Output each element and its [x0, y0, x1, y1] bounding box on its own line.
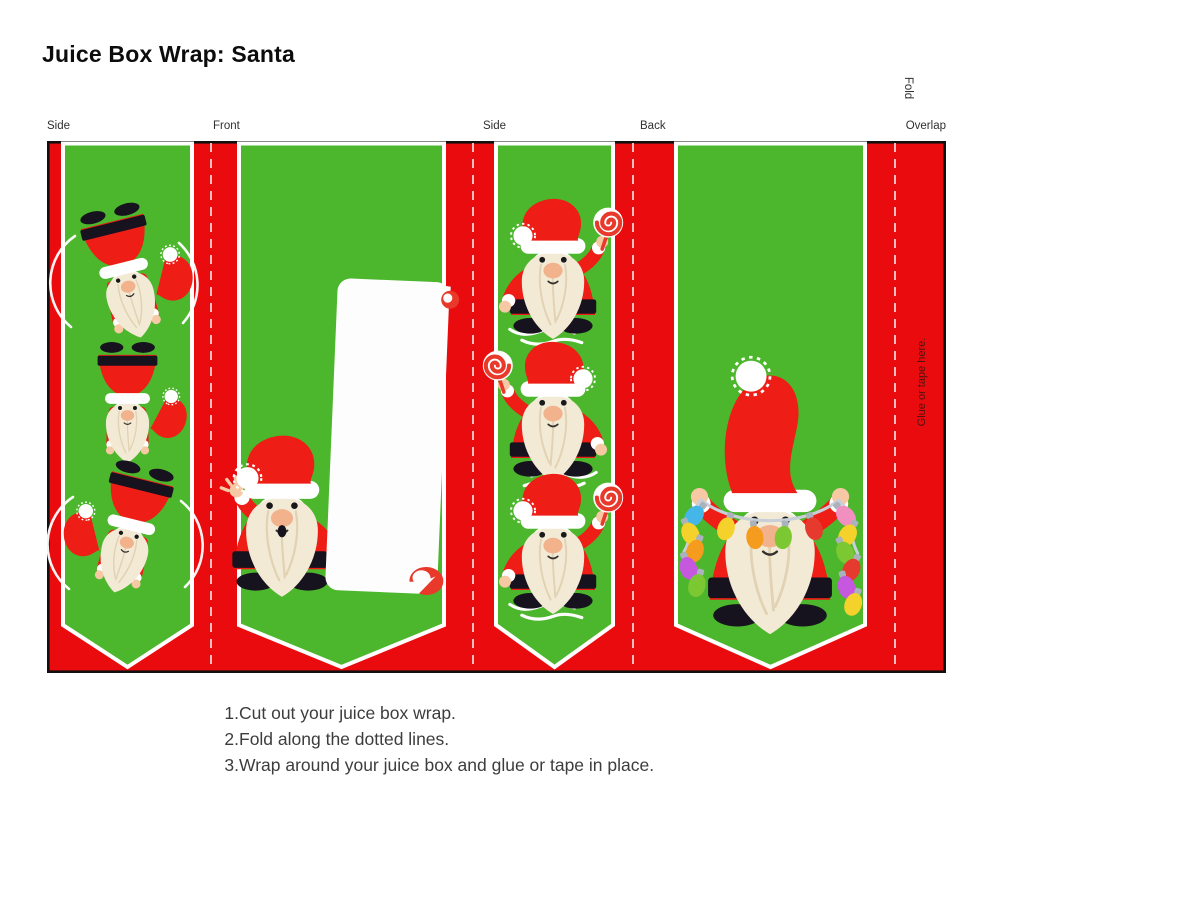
instructions-list: 1.Cut out your juice box wrap. 2.Fold al…: [222, 700, 654, 778]
instruction-step: 1.Cut out your juice box wrap.: [222, 700, 654, 726]
panel-label-front: Front: [213, 120, 240, 132]
instruction-text: Fold along the dotted lines.: [239, 729, 450, 749]
instruction-text: Wrap around your juice box and glue or t…: [239, 755, 655, 775]
juice-box-wrap-template: [47, 141, 946, 673]
panel-label-overlap: Overlap: [905, 120, 946, 132]
string-lights-gnome-illustration: [674, 355, 868, 636]
panel-label-side-1: Side: [47, 120, 71, 132]
instruction-text: Cut out your juice box wrap.: [239, 703, 456, 723]
instruction-number: 3.: [224, 755, 239, 775]
fold-label: Fold: [902, 76, 914, 100]
panel-label-back: Back: [640, 120, 666, 132]
panel-label-side-2: Side: [483, 120, 507, 132]
blank-scroll-illustration: [325, 278, 460, 595]
waving-gnome-illustration: [219, 434, 336, 598]
instruction-step: 3.Wrap around your juice box and glue or…: [222, 752, 654, 778]
glue-tab-label: Glue or tape here.: [916, 337, 928, 427]
tumbling-gnomes-illustration: [47, 189, 216, 600]
page-title: Juice Box Wrap: Santa: [42, 41, 296, 68]
instruction-step: 2.Fold along the dotted lines.: [222, 726, 654, 752]
string-lights: [674, 497, 868, 619]
instruction-number: 2.: [224, 729, 239, 749]
instruction-number: 1.: [224, 703, 239, 723]
